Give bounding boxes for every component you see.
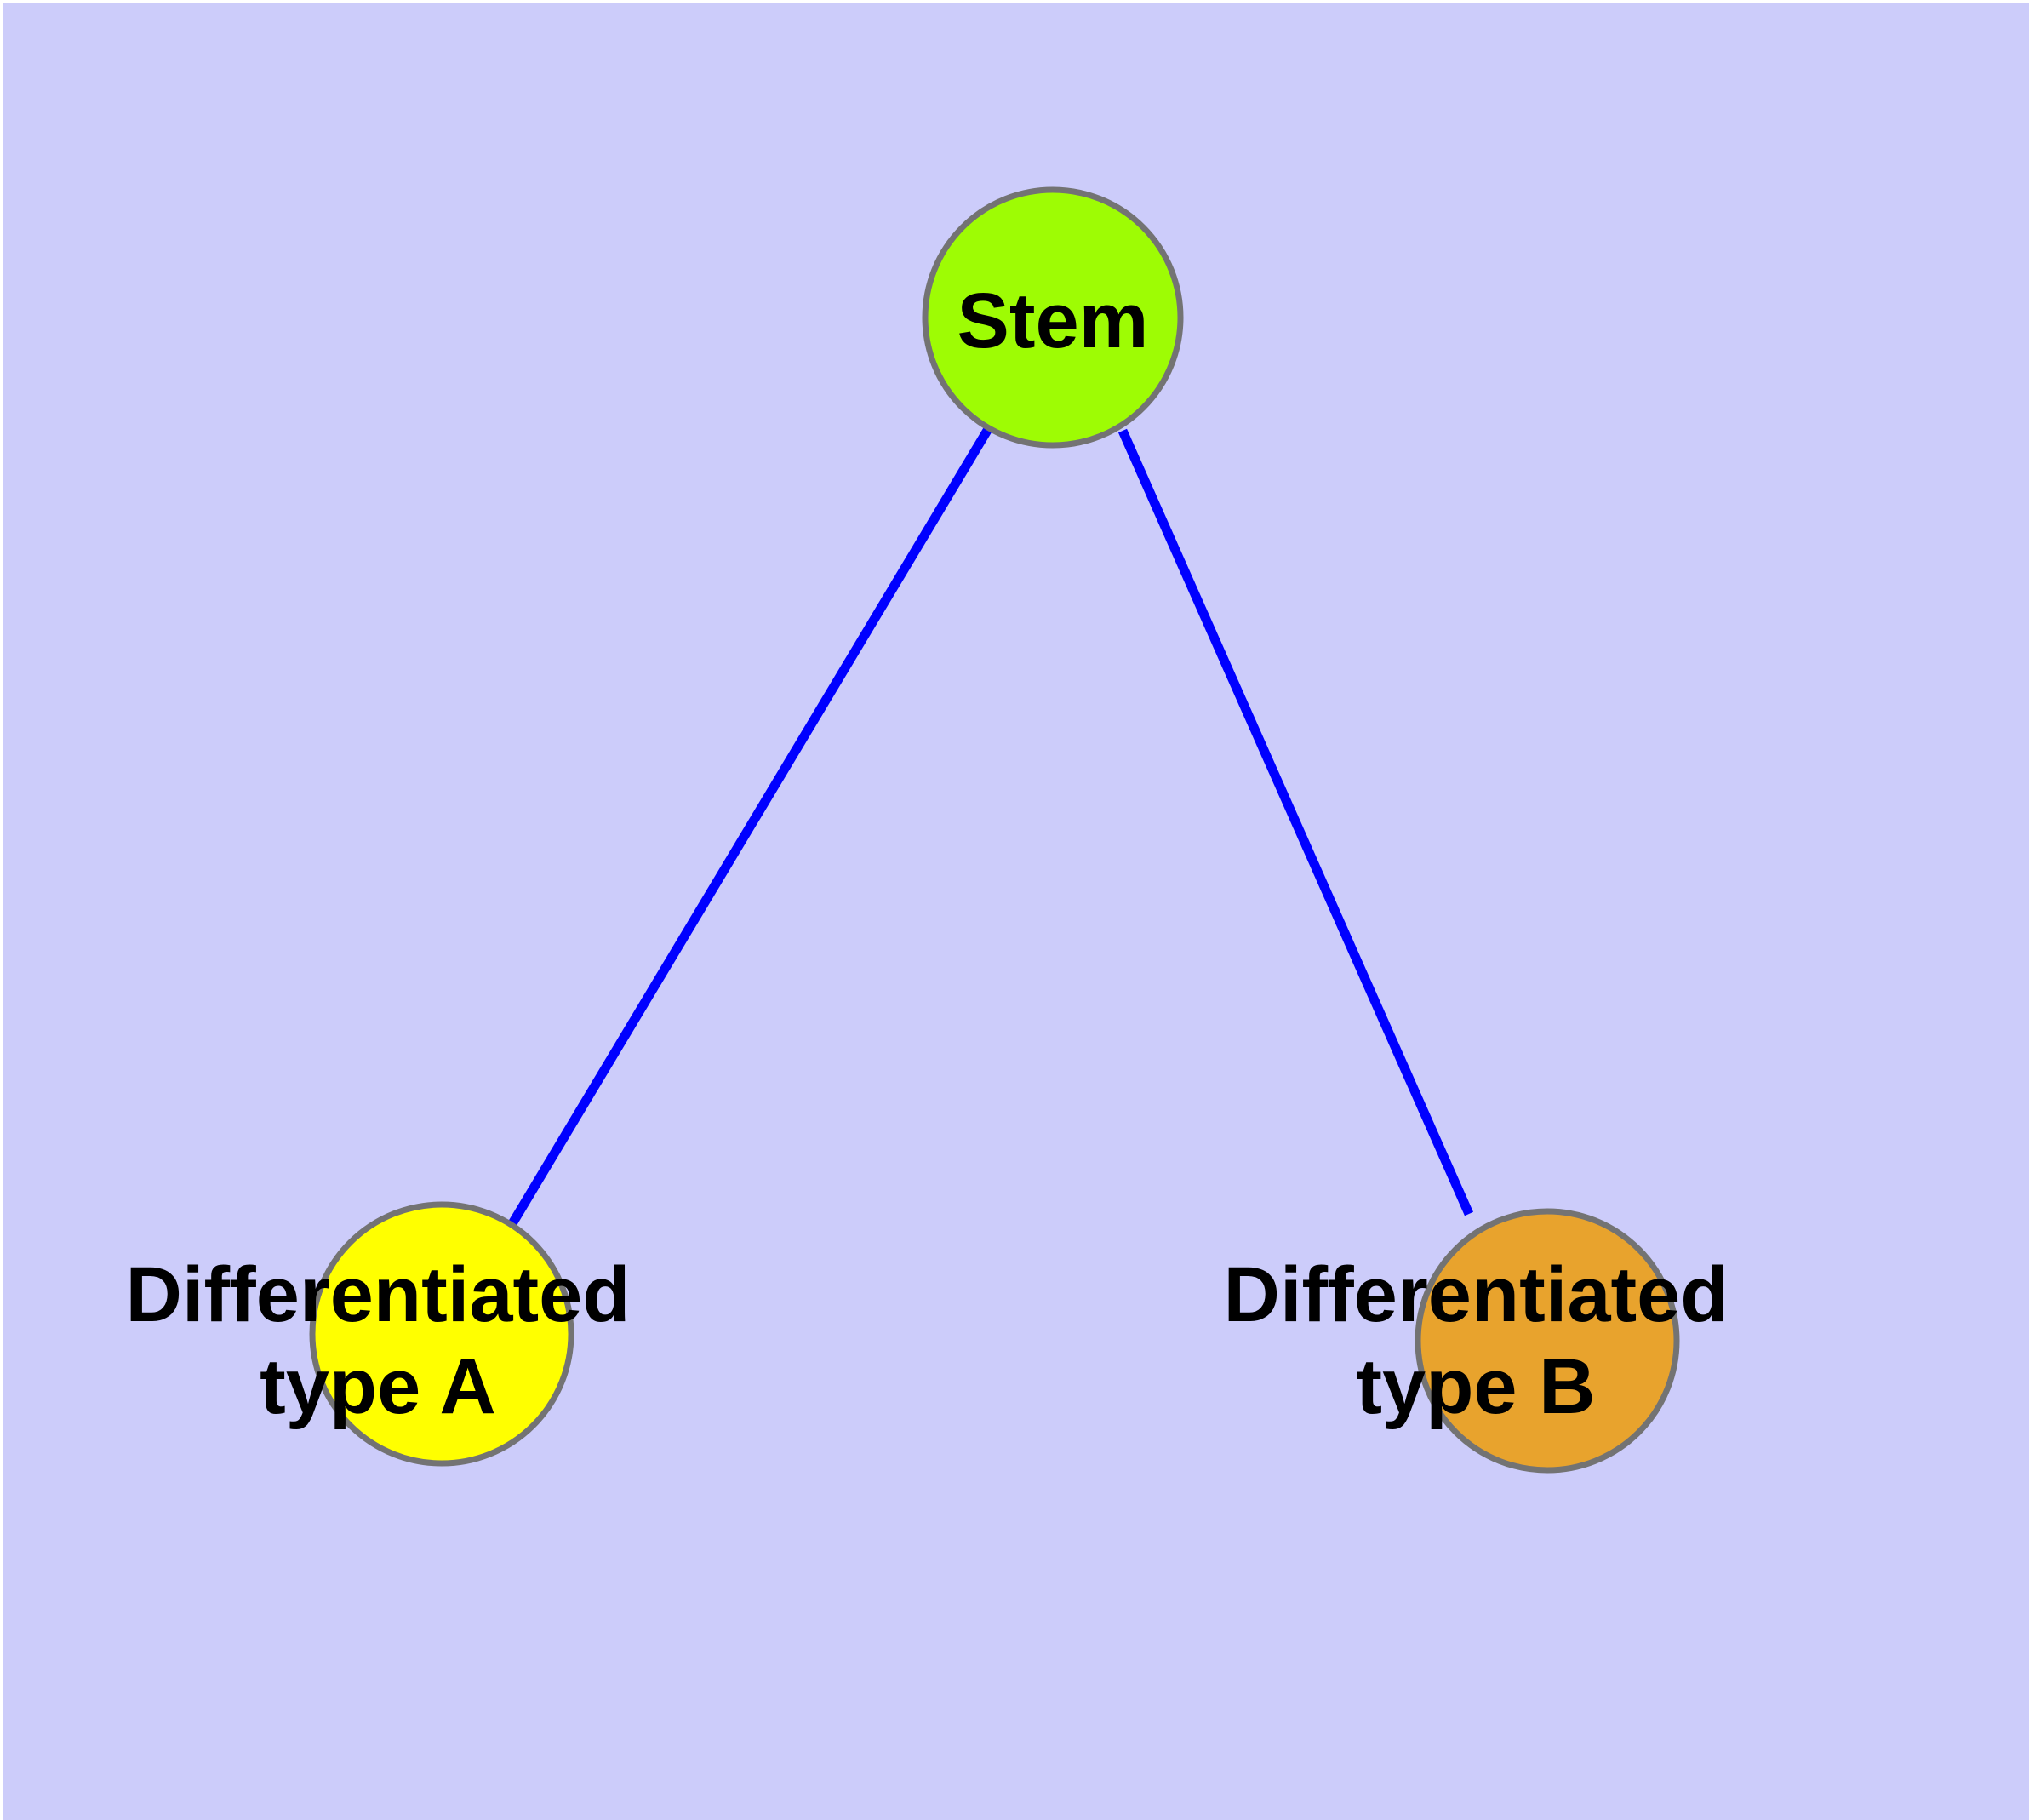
- node-label-line: type B: [1356, 1343, 1595, 1430]
- edge-stem-to-differentiated-type-a[interactable]: [507, 426, 992, 1228]
- node-stem[interactable]: Stem: [922, 186, 1184, 449]
- node-differentiated-type-a-circle[interactable]: [309, 1201, 574, 1467]
- node-differentiated-type-b-circle[interactable]: [1415, 1208, 1680, 1474]
- edge-stem-to-differentiated-type-b[interactable]: [1117, 428, 1474, 1216]
- node-label-line: Differentiated: [1224, 1251, 1729, 1338]
- node-stem-label: Stem: [957, 278, 1149, 364]
- node-stem-circle[interactable]: [922, 186, 1184, 449]
- node-label-line: Stem: [957, 278, 1149, 364]
- edge-layer: [507, 426, 1474, 1228]
- node-label-line: Differentiated: [126, 1251, 631, 1338]
- node-label-line: type A: [260, 1343, 496, 1430]
